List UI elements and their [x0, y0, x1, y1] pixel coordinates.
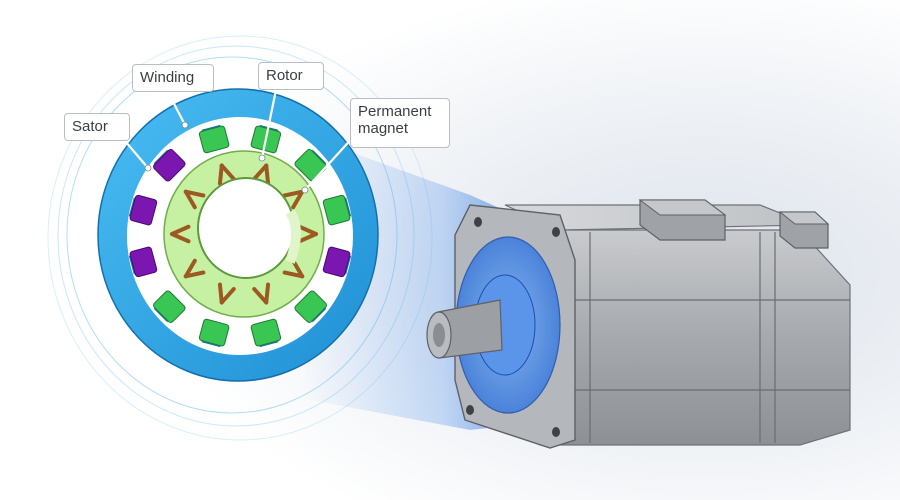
connector-box [638, 199, 727, 241]
leader-dot-rotor [258, 154, 266, 162]
magnet-bar [183, 270, 206, 279]
winding-coil [198, 125, 230, 154]
magnet-bar [170, 232, 191, 244]
magnet-bar [219, 163, 236, 181]
shaft-bore [197, 177, 295, 279]
magnet-bar [183, 258, 197, 279]
motor-shaft [426, 299, 503, 359]
magnet-bar [297, 232, 318, 244]
winding-coil [322, 194, 351, 226]
winding-coil [294, 290, 327, 323]
magnet-bar [183, 189, 197, 210]
leader-dot-magnet [301, 186, 309, 194]
magnet-bar [217, 163, 224, 186]
magnet-bar [252, 163, 269, 181]
magnet-bar [282, 189, 305, 198]
magnet-bar [217, 282, 224, 305]
winding-coil [198, 318, 230, 347]
motor-body [539, 229, 851, 446]
winding-coil [153, 149, 186, 182]
leader-dot-winding [181, 121, 189, 129]
magnet-bar [264, 163, 271, 186]
windings [129, 125, 351, 347]
winding-coil [153, 290, 186, 323]
winding-coil [250, 318, 282, 347]
permanent-magnets [170, 163, 318, 305]
magnet-bar [170, 224, 191, 236]
winding-coil [129, 194, 158, 226]
winding-coil [322, 246, 351, 278]
leader-lines [124, 89, 356, 191]
magnet-bar [297, 224, 318, 236]
magnet-bar [219, 287, 236, 305]
label-permanent-magnet: Permanent magnet [350, 98, 450, 148]
motor-cross-section [97, 88, 379, 382]
servo-motor [426, 199, 851, 449]
mounting-holes [466, 217, 560, 437]
magnet-bar [291, 189, 305, 210]
magnet-bar [252, 287, 269, 305]
label-sator: Sator [64, 113, 130, 141]
magnet-bar [183, 189, 206, 198]
winding-coil [129, 246, 158, 278]
label-rotor: Rotor [258, 62, 324, 90]
magnet-bar [282, 270, 305, 279]
connector-box-small [778, 211, 830, 249]
label-winding: Winding [132, 64, 214, 92]
magnet-bar [264, 282, 271, 305]
leader-dot-sator [144, 164, 152, 172]
